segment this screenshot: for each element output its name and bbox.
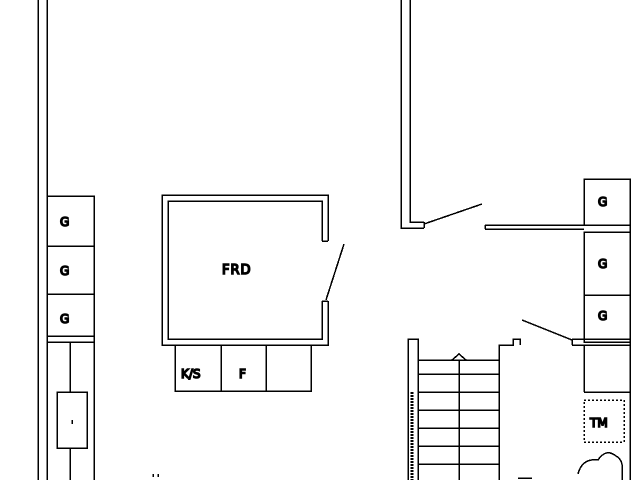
ks-f-boxes [174,344,312,392]
cabinet-label-right-3: G [598,309,607,323]
ks-label: K/S [181,367,201,381]
right-cabinet-column [583,178,631,480]
left-wall [37,0,48,480]
tm-label: TM [589,416,608,430]
frd-room-label: FRD [222,263,252,278]
cabinet-label-left-3: G [60,312,69,326]
cabinet-label-right-2: G [598,257,607,271]
cabinet-label-left-1: G [60,215,69,229]
upper-door-swing [423,203,483,225]
f-label: F [239,367,246,381]
right-lower-wall [571,338,584,346]
staircase [407,338,521,480]
frd-door-swing [325,243,345,301]
cabinet-label-right-1: G [598,195,607,209]
tm-box [583,399,625,443]
cabinet-label-left-2: G [60,264,69,278]
bottom-fragments [152,452,624,480]
right-door-swing [521,319,573,341]
upper-room-walls [400,0,584,230]
frd-room-walls [161,194,329,346]
left-cabinet-column [46,195,95,480]
